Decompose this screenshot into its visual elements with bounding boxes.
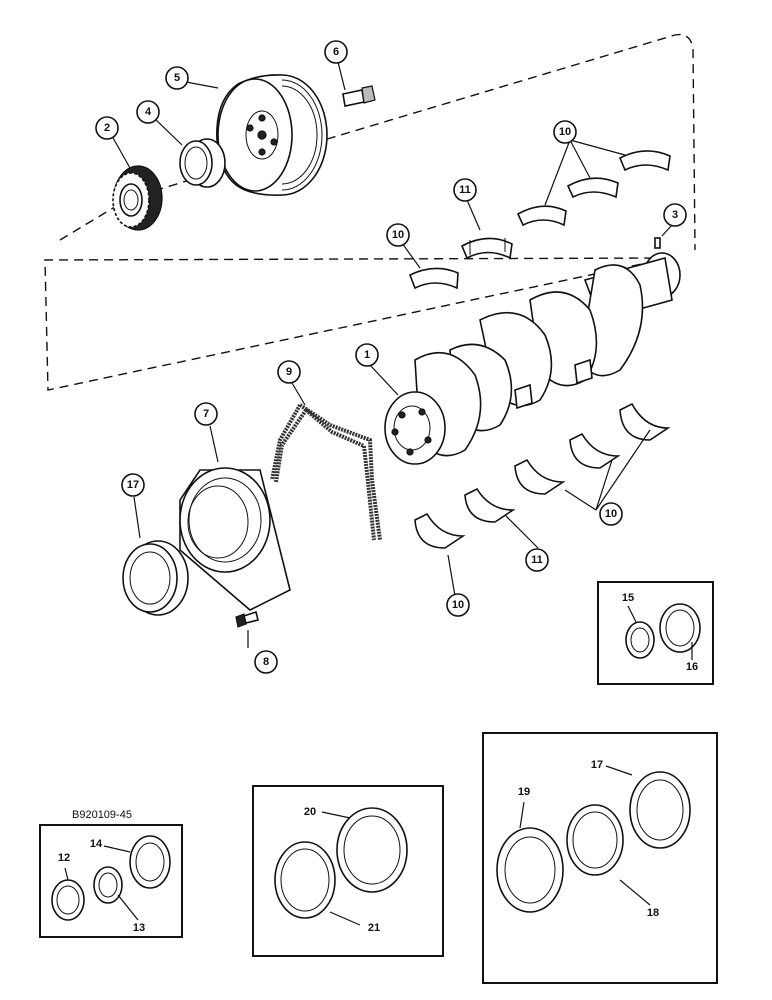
svg-text:9: 9 — [286, 366, 292, 378]
crankshaft-gear — [112, 165, 163, 231]
sleeve-15 — [625, 621, 655, 659]
callout-7: 7 — [194, 402, 218, 426]
inset-box-20-21 — [252, 785, 444, 957]
label-12: 12 — [58, 852, 70, 864]
inset-box-17-19 — [482, 732, 718, 984]
retainer-bolt — [235, 610, 259, 628]
callout-9: 9 — [277, 360, 301, 384]
lower-thrust-bearing — [464, 487, 516, 523]
callout-5: 5 — [165, 66, 189, 90]
svg-text:17: 17 — [127, 479, 139, 491]
label-21: 21 — [368, 922, 380, 934]
svg-text:8: 8 — [263, 656, 269, 668]
label-18: 18 — [647, 907, 659, 919]
label-15: 15 — [622, 592, 634, 604]
svg-text:10: 10 — [392, 229, 404, 241]
sleeve-21 — [274, 841, 336, 919]
svg-text:10: 10 — [559, 126, 571, 138]
inset-box-15-16 — [597, 581, 714, 685]
callout-2: 2 — [95, 116, 119, 140]
svg-text:6: 6 — [333, 46, 339, 58]
seal-13 — [93, 866, 123, 904]
callout-3: 3 — [663, 203, 687, 227]
svg-text:11: 11 — [531, 554, 543, 566]
callout-11-top: 11 — [453, 178, 477, 202]
callout-4: 4 — [136, 100, 160, 124]
callout-10-right: 10 — [599, 502, 623, 526]
label-14: 14 — [90, 838, 103, 850]
svg-text:11: 11 — [459, 184, 471, 196]
seal-18 — [566, 804, 624, 876]
label-20: 20 — [304, 806, 316, 818]
pulley-bolt — [342, 85, 376, 107]
rear-seal — [122, 540, 189, 616]
callout-17-main: 17 — [121, 473, 145, 497]
inset-box-12-14 — [39, 824, 183, 938]
svg-text:3: 3 — [672, 209, 678, 221]
dashed-group-outline — [44, 33, 696, 391]
callout-1: 1 — [355, 343, 379, 367]
svg-text:10: 10 — [452, 599, 464, 611]
callout-8: 8 — [254, 650, 278, 674]
svg-text:5: 5 — [174, 72, 180, 84]
sleeve-20 — [336, 807, 408, 893]
label-13: 13 — [133, 922, 145, 934]
svg-text:7: 7 — [203, 408, 209, 420]
callout-10-top: 10 — [553, 120, 577, 144]
callout-10-bottom: 10 — [446, 593, 470, 617]
svg-text:2: 2 — [104, 122, 110, 134]
label-19: 19 — [518, 786, 530, 798]
svg-text:10: 10 — [605, 508, 617, 520]
callout-6: 6 — [324, 40, 348, 64]
svg-text:1: 1 — [364, 349, 370, 361]
svg-text:4: 4 — [145, 106, 152, 118]
upper-main-bearings — [408, 150, 671, 290]
reference-code: B920109-45 — [72, 809, 132, 821]
callout-10-left: 10 — [386, 223, 410, 247]
seal-17-inset — [629, 771, 691, 849]
dowel-pin — [654, 237, 661, 249]
seal-19 — [496, 827, 564, 913]
lower-main-bearings — [414, 402, 671, 549]
rear-seal-gasket — [270, 403, 382, 541]
crankshaft — [384, 252, 681, 465]
callout-11-bottom: 11 — [525, 548, 549, 572]
spacer-ring — [179, 138, 226, 188]
rear-seal-retainer — [179, 467, 291, 611]
crankshaft-pulley — [216, 74, 328, 196]
label-16: 16 — [686, 661, 698, 673]
upper-thrust-bearing — [460, 237, 513, 260]
leader-lines — [64, 61, 693, 926]
label-17-inset: 17 — [591, 759, 603, 771]
